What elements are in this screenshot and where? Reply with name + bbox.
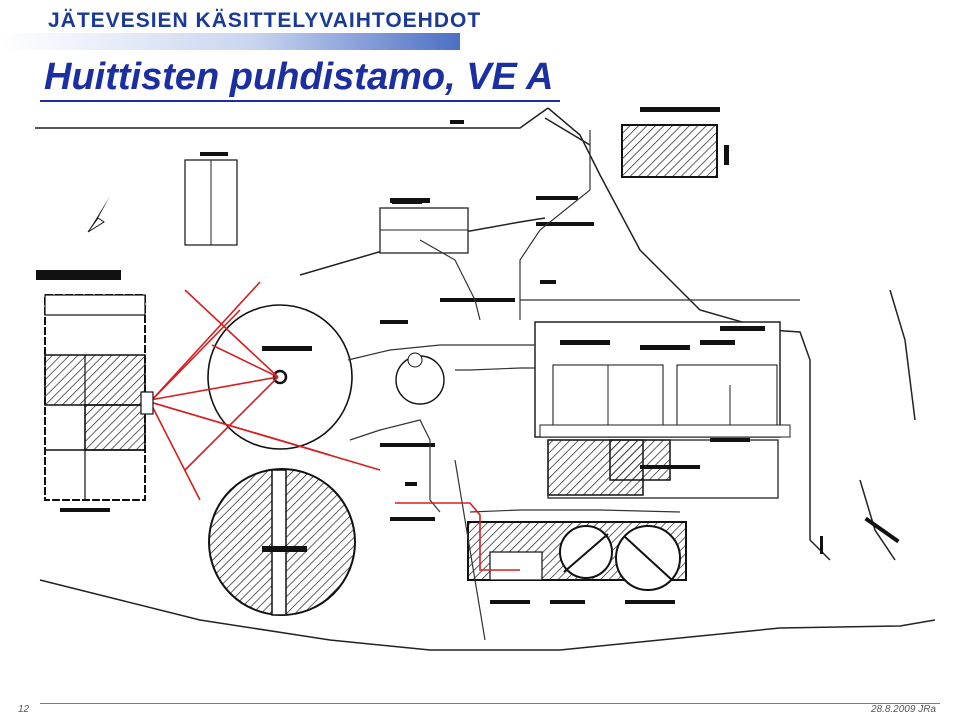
slide-title: Huittisten puhdistamo, VE A [44, 56, 554, 98]
mid-building [379, 198, 469, 254]
page-number: 12 [18, 704, 30, 715]
title-underline [40, 100, 560, 102]
drawing-labels [60, 120, 750, 521]
right-margin-labels [820, 516, 900, 554]
header-band [0, 0, 960, 50]
clarifier-circle [207, 304, 353, 450]
red-pipelines [140, 281, 520, 571]
small-round-tank [395, 352, 445, 405]
footer-date: 28.8.2009 JRa [870, 704, 936, 715]
sludge-basin-circle [208, 468, 356, 616]
header-gradient [0, 33, 460, 50]
garage-building [184, 152, 238, 246]
process-pipes [347, 130, 800, 641]
section-title: JÄTEVESIEN KÄSITTELYVAIHTOEHDOT [48, 9, 482, 32]
process-building [534, 321, 791, 499]
left-building [36, 270, 146, 501]
footer-rule [40, 703, 940, 704]
top-right-basin [621, 107, 729, 178]
north-arrow [87, 196, 110, 233]
bottom-basins [467, 521, 687, 604]
